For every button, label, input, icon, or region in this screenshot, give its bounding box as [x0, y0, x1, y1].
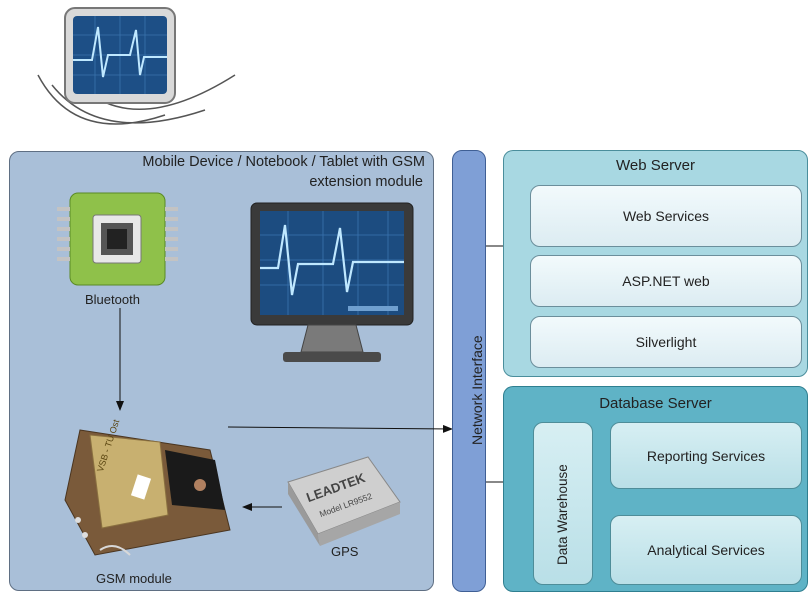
gps-label: GPS: [331, 544, 359, 559]
gps-chip-icon: [287, 456, 401, 546]
database-server-title: Database Server: [599, 395, 712, 412]
reporting-services-box: Reporting Services: [610, 422, 802, 489]
web-server-title: Web Server: [616, 157, 695, 174]
silverlight-box: Silverlight: [530, 316, 802, 368]
network-interface-label: Network Interface: [469, 335, 485, 445]
mobile-panel-title-line1: Mobile Device / Notebook / Tablet with G…: [142, 154, 425, 170]
gsm-module-icon: [64, 429, 231, 556]
aspnet-web-box: ASP.NET web: [530, 255, 802, 307]
wireless-monitor-icon: [37, 7, 236, 125]
analytical-services-box: Analytical Services: [610, 515, 802, 585]
data-warehouse-box: [533, 422, 593, 585]
network-interface-bar: [452, 150, 486, 592]
monitor-icon: [250, 202, 414, 362]
gsm-module-label: GSM module: [96, 571, 172, 586]
gsm-to-network-arrow: [227, 424, 453, 433]
web-services-box: Web Services: [530, 185, 802, 247]
data-warehouse-label: Data Warehouse: [555, 464, 570, 565]
bluetooth-label: Bluetooth: [85, 292, 140, 307]
mobile-panel-title-line2: extension module: [309, 174, 423, 190]
bluetooth-chip-icon: [57, 192, 178, 286]
